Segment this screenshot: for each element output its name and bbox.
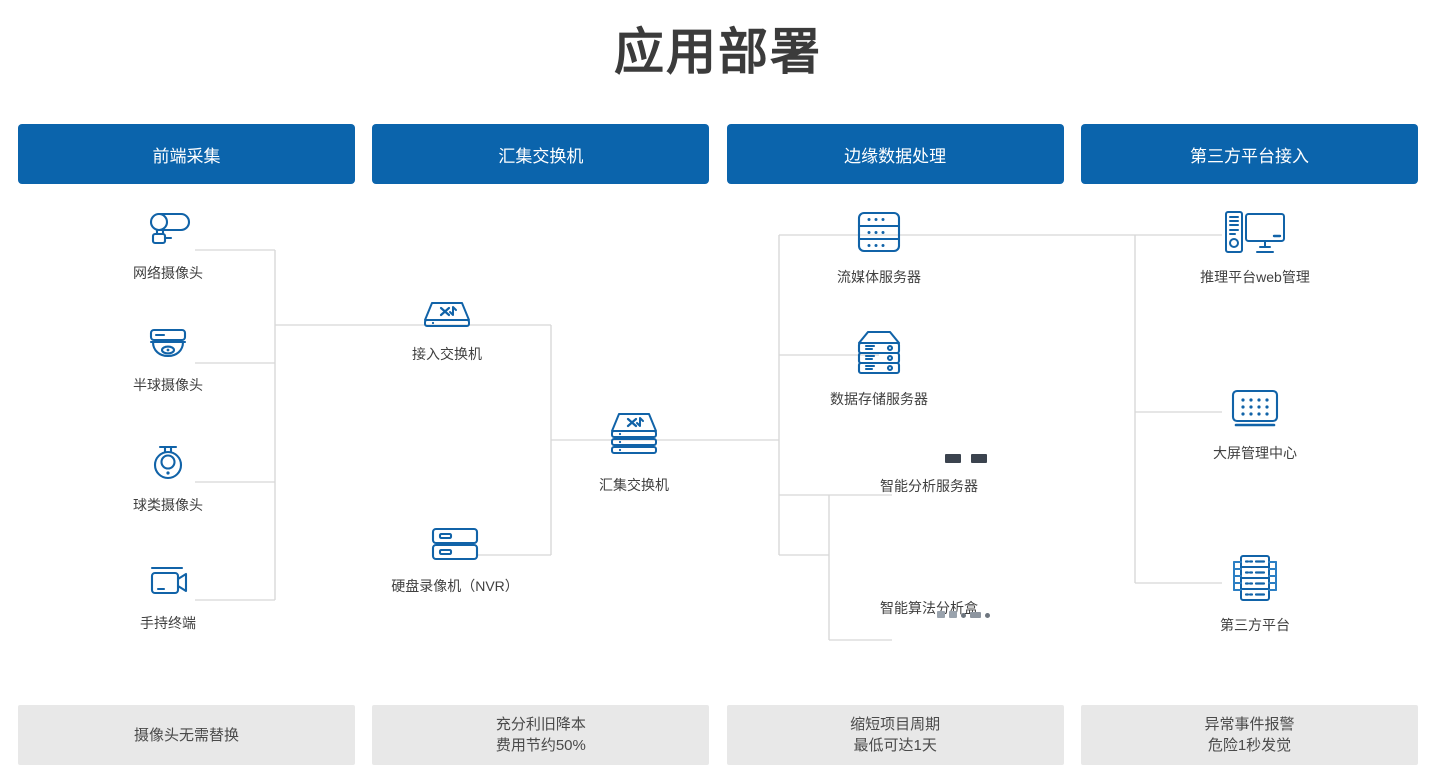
- switch-icon: [387, 293, 507, 338]
- footer-line: 缩短项目周期: [850, 716, 941, 733]
- platform-rack-icon: [1192, 552, 1318, 609]
- node-inference-web-management[interactable]: 推理平台web管理: [1192, 208, 1318, 287]
- node-label: 手持终端: [140, 615, 196, 631]
- node-label: 硬盘录像机（NVR）: [391, 578, 519, 594]
- node-ai-analysis-server[interactable]: 智能分析服务器: [866, 470, 992, 496]
- footer-edge-processing: 缩短项目周期 最低可达1天: [726, 705, 1064, 765]
- footer-line: 危险1秒发觉: [1207, 737, 1292, 754]
- node-dome-camera[interactable]: 半球摄像头: [108, 322, 228, 395]
- node-label: 汇集交换机: [599, 477, 669, 493]
- node-label: 推理平台web管理: [1200, 269, 1310, 285]
- node-label: 球类摄像头: [133, 497, 203, 513]
- node-storage-server[interactable]: 数据存储服务器: [818, 328, 940, 409]
- node-handheld-terminal[interactable]: 手持终端: [108, 562, 228, 633]
- footer-front-end: 摄像头无需替换: [18, 705, 355, 765]
- storage-server-icon: [818, 328, 940, 383]
- column-header-third-party-access: 第三方平台接入: [1080, 124, 1418, 184]
- stacked-switch-icon: [574, 408, 694, 469]
- node-label: 智能分析服务器: [880, 478, 978, 494]
- node-nvr[interactable]: 硬盘录像机（NVR）: [380, 523, 530, 596]
- architecture-diagram: 网络摄像头 半球摄像头 球类摄像头: [0, 190, 1436, 690]
- nvr-icon: [380, 523, 530, 570]
- node-ai-analysis-box[interactable]: 智能算法分析盒: [866, 598, 992, 624]
- footer-line: 充分利旧降本: [495, 716, 586, 733]
- video-wall-icon: [1192, 386, 1318, 437]
- node-streaming-server[interactable]: 流媒体服务器: [818, 208, 940, 287]
- node-label: 数据存储服务器: [830, 391, 928, 407]
- column-header-aggregation-switch: 汇集交换机: [372, 124, 710, 184]
- footer-line: 最低可达1天: [853, 737, 937, 754]
- handheld-camcorder-icon: [108, 562, 228, 607]
- column-header-front-end: 前端采集: [18, 124, 355, 184]
- pc-monitor-icon: [1192, 208, 1318, 261]
- node-access-switch[interactable]: 接入交换机: [387, 293, 507, 364]
- bullet-camera-icon: [108, 208, 228, 257]
- node-label: 网络摄像头: [133, 265, 203, 281]
- footer-aggregation-switch: 充分利旧降本 费用节约50%: [372, 705, 710, 765]
- node-third-party-platform[interactable]: 第三方平台: [1192, 552, 1318, 635]
- node-label: 第三方平台: [1220, 617, 1290, 633]
- column-footers: 摄像头无需替换 充分利旧降本 费用节约50% 缩短项目周期 最低可达1天 异常事…: [18, 705, 1418, 765]
- node-label: 大屏管理中心: [1213, 445, 1297, 461]
- dome-camera-icon: [108, 322, 228, 369]
- page-title: 应用部署: [614, 24, 822, 80]
- node-video-wall-center[interactable]: 大屏管理中心: [1192, 386, 1318, 463]
- column-headers: 前端采集 汇集交换机 边缘数据处理 第三方平台接入: [18, 124, 1418, 184]
- footer-third-party-access: 异常事件报警 危险1秒发觉: [1080, 705, 1418, 765]
- node-label: 接入交换机: [412, 346, 482, 362]
- ptz-camera-icon: [108, 440, 228, 489]
- node-ptz-camera[interactable]: 球类摄像头: [108, 440, 228, 515]
- column-header-edge-processing: 边缘数据处理: [726, 124, 1064, 184]
- node-aggregation-switch[interactable]: 汇集交换机: [574, 408, 694, 495]
- footer-line: 异常事件报警: [1204, 716, 1295, 733]
- node-ip-camera[interactable]: 网络摄像头: [108, 208, 228, 283]
- rack-server-icon: [818, 208, 940, 261]
- node-label: 半球摄像头: [133, 377, 203, 393]
- footer-line: 摄像头无需替换: [133, 726, 239, 744]
- node-label: 流媒体服务器: [837, 269, 921, 285]
- footer-line: 费用节约50%: [495, 737, 586, 754]
